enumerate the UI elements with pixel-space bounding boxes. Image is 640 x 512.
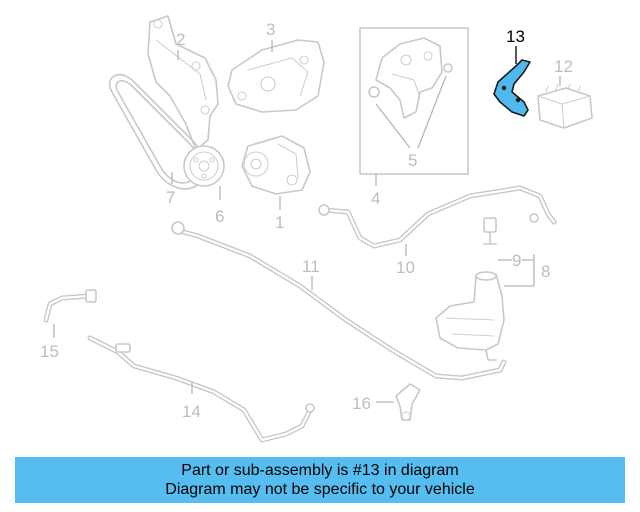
- callout-8: 8: [541, 262, 550, 281]
- callout-11: 11: [302, 257, 320, 276]
- callout-1: 1: [275, 213, 284, 232]
- part-2-bracket[interactable]: [147, 15, 219, 151]
- part-8-reservoir[interactable]: [435, 271, 505, 361]
- part-4-group-box: [359, 27, 469, 175]
- callout-13: 13: [506, 27, 525, 46]
- callout-10: 10: [396, 258, 415, 277]
- callout-6: 6: [215, 207, 224, 226]
- info-banner: Part or sub-assembly is #13 in diagram D…: [15, 457, 625, 503]
- callout-9: 9: [512, 251, 521, 270]
- callout-7: 7: [166, 188, 175, 207]
- part-12-module[interactable]: [537, 83, 593, 129]
- banner-line-2: Diagram may not be specific to your vehi…: [165, 481, 475, 498]
- callout-4: 4: [371, 189, 380, 208]
- part-15-hose-elbow[interactable]: [43, 289, 97, 323]
- callout-5: 5: [408, 151, 417, 170]
- part-4-bracket-assembly[interactable]: [375, 37, 443, 119]
- part-11-return-hose[interactable]: [171, 221, 507, 381]
- callout-15: 15: [40, 342, 59, 361]
- callout-14: 14: [182, 402, 201, 421]
- part-14-cooler-line[interactable]: [87, 335, 315, 443]
- part-9-cap[interactable]: [483, 217, 497, 245]
- part-13-bracket-highlighted[interactable]: [493, 59, 531, 117]
- part-6-pulley[interactable]: [183, 145, 225, 187]
- part-16-fitting[interactable]: [395, 383, 421, 421]
- part-5-bolt[interactable]: [368, 63, 453, 98]
- callout-12: 12: [554, 57, 573, 76]
- callout-16: 16: [352, 394, 371, 413]
- part-1-steering-pump[interactable]: [241, 135, 311, 195]
- part-10-pressure-hose[interactable]: [318, 185, 557, 249]
- callout-3: 3: [266, 20, 275, 39]
- banner-line-1: Part or sub-assembly is #13 in diagram: [181, 462, 459, 479]
- part-3-mount-bracket[interactable]: [227, 39, 325, 113]
- callout-2: 2: [176, 30, 185, 49]
